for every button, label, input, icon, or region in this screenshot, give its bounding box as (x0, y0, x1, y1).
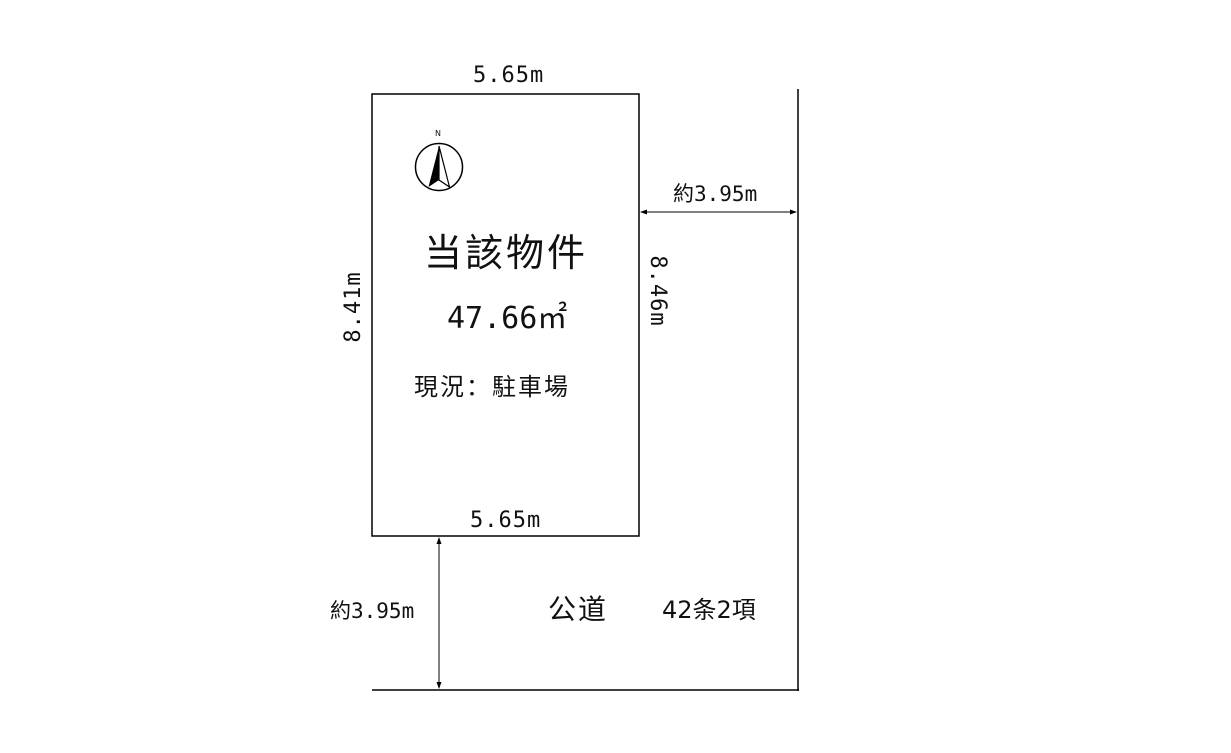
property-name: 当該物件 (424, 231, 589, 275)
road-classification: 42条2項 (662, 596, 756, 624)
property-status: 現況：駐車場 (414, 373, 570, 401)
north-arrow-icon (414, 142, 464, 192)
right-offset-arrow-left (640, 209, 647, 215)
property-area: 47.66㎡ (447, 301, 568, 336)
lot-left-dimension: 8.41m (341, 271, 366, 343)
road-name: 公道 (548, 593, 609, 626)
lot-bottom-dimension: 5.65m (470, 508, 542, 533)
lot-right-dimension: 8.46m (645, 255, 670, 327)
right-offset-arrow-right (790, 209, 797, 215)
lot-boundary (371, 93, 640, 537)
bottom-offset-label: 約3.95m (330, 599, 415, 623)
compass-north-label: N (435, 129, 441, 138)
bottom-offset-arrow-top (436, 537, 442, 544)
right-offset-label: 約3.95m (673, 182, 758, 206)
lot-top-dimension: 5.65m (473, 63, 545, 88)
bottom-offset-arrow-bottom (436, 682, 442, 689)
